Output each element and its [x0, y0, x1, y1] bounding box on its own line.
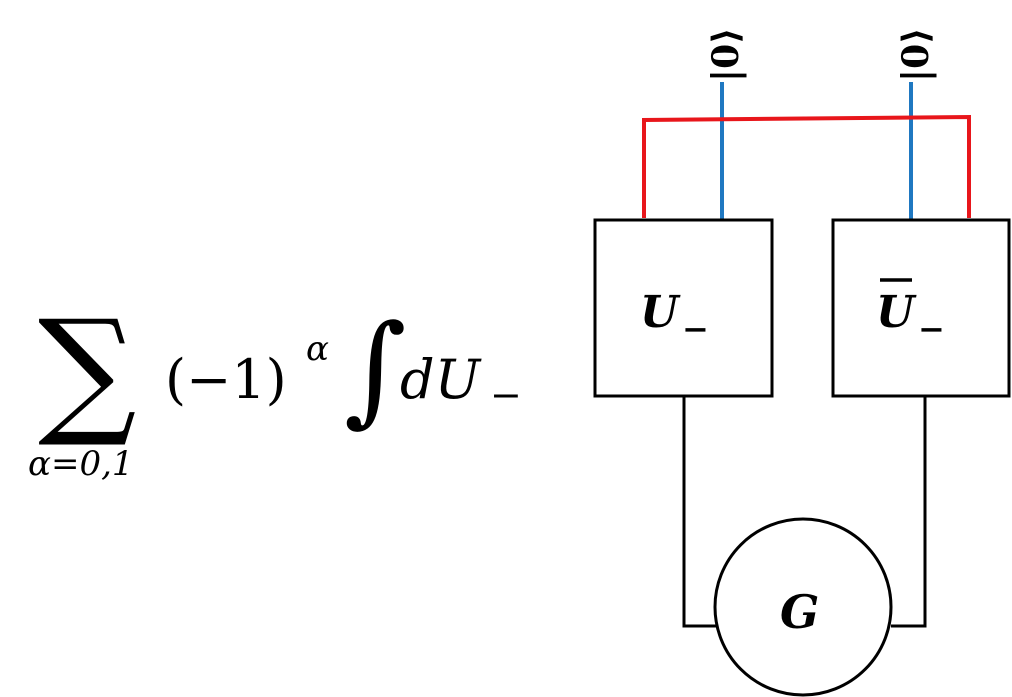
box-u-bar-minus-subscript: −: [918, 310, 945, 348]
box-u-minus-label: U −: [640, 287, 709, 348]
output-ket-right: |0⟩: [895, 27, 937, 82]
black-wire-left: [682, 396, 716, 628]
g-node-label: G: [780, 585, 819, 639]
box-u-minus-subscript: −: [682, 310, 709, 348]
integrand: dU: [400, 348, 482, 411]
summation-symbol: ∑: [38, 290, 137, 451]
box-u-bar-minus-label: U −: [876, 278, 945, 348]
integrand-subscript: −: [490, 373, 522, 417]
red-wire: [642, 114, 971, 218]
integral-symbol: ∫: [344, 300, 407, 439]
output-ket-left: |0⟩: [705, 27, 747, 82]
sign-exponent: α: [306, 329, 329, 369]
box-u-minus: [593, 218, 774, 398]
box-u-minus-symbol: U: [640, 287, 681, 338]
formula: ∑ α=0,1 (−1) α ∫ dU −: [28, 290, 522, 484]
sign-factor: (−1): [165, 348, 287, 411]
black-wire-right: [891, 396, 927, 628]
g-node: [713, 517, 893, 697]
box-u-bar-minus: [831, 218, 1011, 398]
summation-subscript: α=0,1: [28, 444, 134, 484]
box-u-bar-minus-symbol: U: [876, 287, 917, 338]
